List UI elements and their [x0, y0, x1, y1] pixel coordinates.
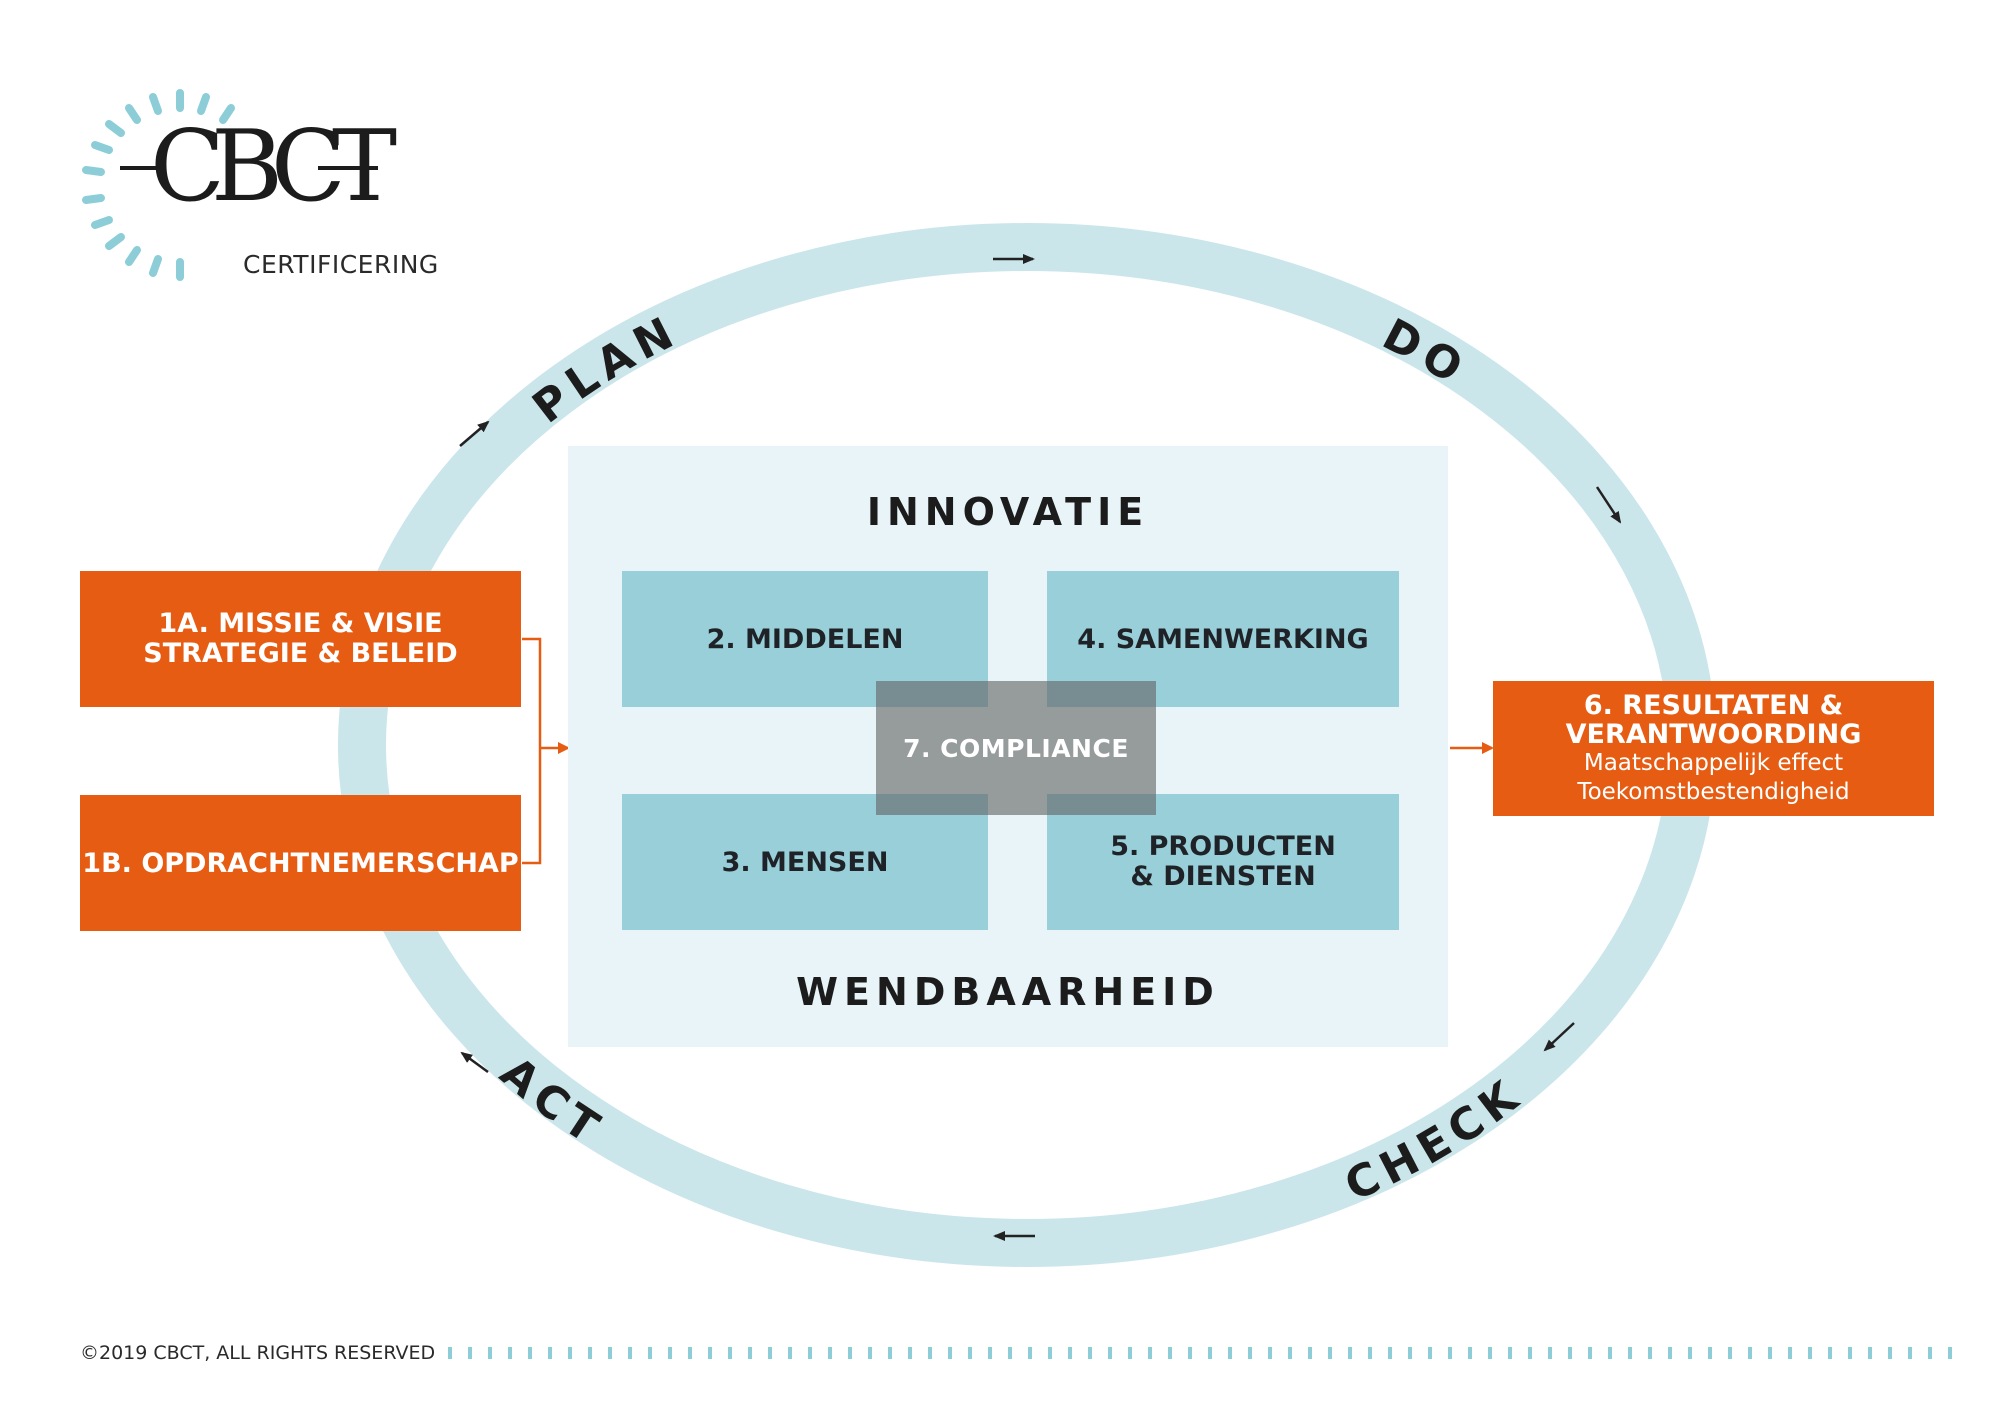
box-missie-visie: 1A. MISSIE & VISIE STRATEGIE & BELEID — [80, 571, 521, 707]
arrow-top-right — [1595, 486, 1622, 524]
logo-rays — [82, 89, 235, 281]
cycle-direction-arrows — [459, 254, 1622, 1241]
heading-wendbaarheid: WENDBAARHEID — [796, 970, 1220, 1014]
logo-subtitle: CERTIFICERING — [243, 250, 439, 279]
block-producten-diensten: 5. PRODUCTEN & DIENSTEN — [1047, 794, 1399, 930]
footer-copyright: ©2019 CBCT, ALL RIGHTS RESERVED — [80, 1342, 436, 1364]
block-middelen-label: 2. MIDDELEN — [706, 623, 904, 655]
box-resultaten-sub1: Maatschappelijk effect — [1583, 749, 1844, 776]
arrow-left — [459, 420, 490, 447]
arrow-bottom-left — [460, 1051, 489, 1074]
block-compliance: 7. COMPLIANCE — [876, 681, 1156, 815]
box-missie-visie-line1: 1A. MISSIE & VISIE — [158, 608, 443, 639]
block-producten-line2: & DIENSTEN — [1130, 861, 1316, 892]
label-check: CHECK — [1338, 1068, 1533, 1211]
box-resultaten: 6. RESULTATEN & VERANTWOORDING Maatschap… — [1493, 681, 1934, 816]
logo-wordmark: CBCT — [150, 110, 397, 224]
block-producten-line1: 5. PRODUCTEN — [1110, 831, 1336, 862]
arrow-bottom-right — [1543, 1022, 1575, 1052]
box-resultaten-title1: 6. RESULTATEN & — [1583, 689, 1844, 721]
box-opdrachtnemerschap-label: 1B. OPDRACHTNEMERSCHAP — [82, 847, 519, 879]
block-mensen-label: 3. MENSEN — [721, 846, 889, 878]
box-resultaten-sub2: Toekomstbestendigheid — [1577, 778, 1850, 805]
input-connector — [522, 637, 570, 865]
box-missie-visie-line2: STRATEGIE & BELEID — [143, 638, 458, 669]
box-resultaten-title2: VERANTWOORDING — [1565, 718, 1862, 750]
block-compliance-label: 7. COMPLIANCE — [903, 733, 1129, 763]
label-plan: PLAN — [523, 305, 687, 434]
box-opdrachtnemerschap: 1B. OPDRACHTNEMERSCHAP — [80, 795, 521, 931]
block-mensen: 3. MENSEN — [622, 794, 988, 930]
heading-innovatie: INNOVATIE — [866, 490, 1150, 534]
block-samenwerking-label: 4. SAMENWERKING — [1077, 623, 1369, 655]
